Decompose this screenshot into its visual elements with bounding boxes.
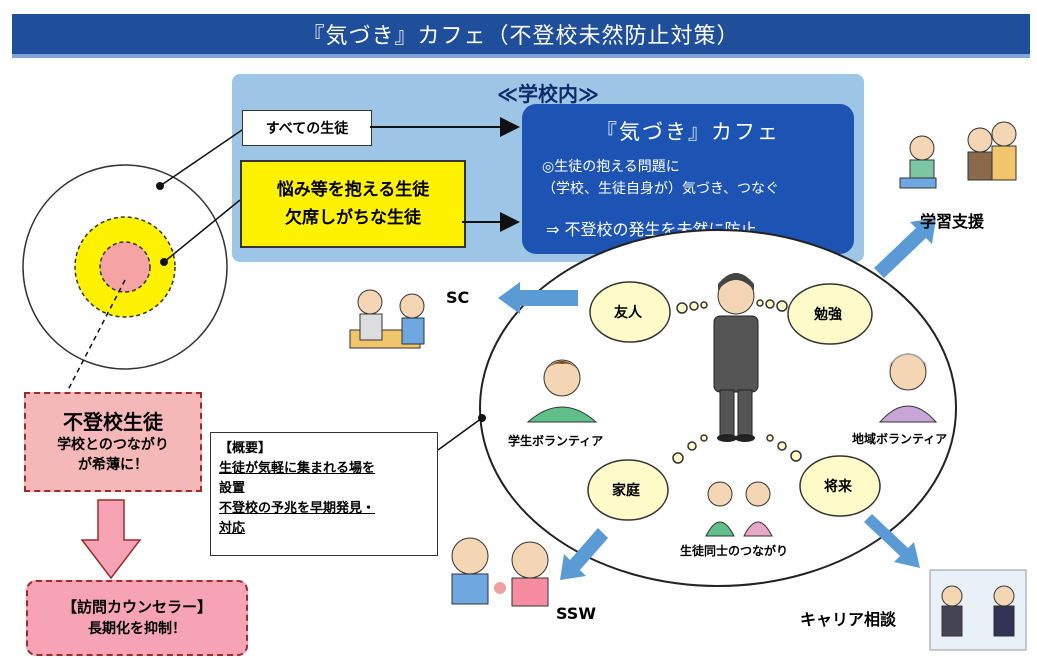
cloud-future xyxy=(766,434,881,517)
ssw-label: SSW xyxy=(556,604,596,623)
connector-futoko xyxy=(67,279,126,391)
outline-line4: 対応 xyxy=(219,521,246,536)
futoko-student-box: 不登校生徒 学校とのつながり が希薄に！ xyxy=(24,392,202,492)
peer-connection-label: 生徒同士のつながり xyxy=(680,544,789,558)
kizuki-cafe-box: 『気づき』カフェ ◎生徒の抱える問題に （学校、生徒自身が）気づき、つなぐ ⇒ … xyxy=(522,104,854,254)
cloud-future-label: 将来 xyxy=(824,479,852,495)
connector-outline xyxy=(437,417,483,451)
cloud-study-label: 勉強 xyxy=(814,307,842,323)
sc-label: SC xyxy=(446,288,470,307)
arrow-to-sc xyxy=(498,282,578,314)
cafe-title: 『気づき』カフェ xyxy=(596,120,780,144)
outline-line1: 生徒が気軽に集まれる場を xyxy=(219,461,376,476)
student-volunteer-label: 学生ボランティア xyxy=(508,434,604,448)
connector-troubled xyxy=(163,199,241,263)
cloud-home xyxy=(587,434,708,521)
cafe-line1: ◎生徒の抱える問題に xyxy=(542,159,680,175)
community-volunteer-icon xyxy=(878,353,938,423)
outline-line2: 設置 xyxy=(219,481,246,496)
page-title: 『気づき』カフェ（不登校未然防止対策） xyxy=(12,14,1030,58)
down-arrow xyxy=(80,499,142,580)
learning-support-illustration-icon xyxy=(899,121,1017,189)
troubled-line1: 悩み等を抱える生徒 xyxy=(276,180,430,200)
blue-arrows xyxy=(498,218,936,580)
target-circle-icon xyxy=(22,164,228,370)
career-illustration-icon xyxy=(929,569,1027,651)
futoko-sub2: が希薄に！ xyxy=(78,457,148,473)
ssw-illustration-icon xyxy=(451,537,549,607)
learning-support-label: 学習支援 xyxy=(920,212,985,231)
arrow-to-learning xyxy=(874,218,936,278)
connector-all xyxy=(159,129,243,187)
outline-heading: 【概要】 xyxy=(219,441,272,456)
visit-counselor-box: 【訪問カウンセラー】 長期化を抑制！ xyxy=(26,580,248,656)
outline-box: 【概要】 生徒が気軽に集まれる場を 設置 不登校の予兆を早期発見・ 対応 xyxy=(210,432,438,556)
peer-pair-icon xyxy=(705,481,773,537)
arrow-to-ssw xyxy=(560,528,608,580)
sc-illustration-icon xyxy=(349,289,425,349)
futoko-title: 不登校生徒 xyxy=(63,410,163,434)
all-students-box: すべての生徒 xyxy=(242,110,372,146)
student-volunteer-icon xyxy=(526,359,598,423)
cafe-line3-prefix: ⇒ 不登校の発生を xyxy=(546,220,677,239)
troubled-line2: 欠席しがちな生徒 xyxy=(285,208,421,228)
cloud-friend xyxy=(589,281,708,343)
visit-sub: 長期化を抑制！ xyxy=(88,621,186,637)
school-area-label: ≪学校内≫ xyxy=(497,82,599,106)
career-label: キャリア相談 xyxy=(800,610,897,629)
cafe-line2: （学校、生徒自身が）気づき、つなぐ xyxy=(542,181,780,197)
outline-line3: 不登校の予兆を早期発見・ xyxy=(219,501,376,516)
student-figure-icon xyxy=(713,273,759,442)
futoko-sub1: 学校とのつながり xyxy=(57,437,169,453)
arrow-to-career xyxy=(864,514,920,568)
troubled-students-box: 悩み等を抱える生徒 欠席しがちな生徒 xyxy=(240,160,466,248)
cloud-study xyxy=(756,283,873,345)
community-volunteer-label: 地域ボランティア xyxy=(852,432,948,446)
cloud-friend-label: 友人 xyxy=(614,305,642,321)
visit-title: 【訪問カウンセラー】 xyxy=(61,598,212,616)
cloud-home-label: 家庭 xyxy=(612,483,640,499)
